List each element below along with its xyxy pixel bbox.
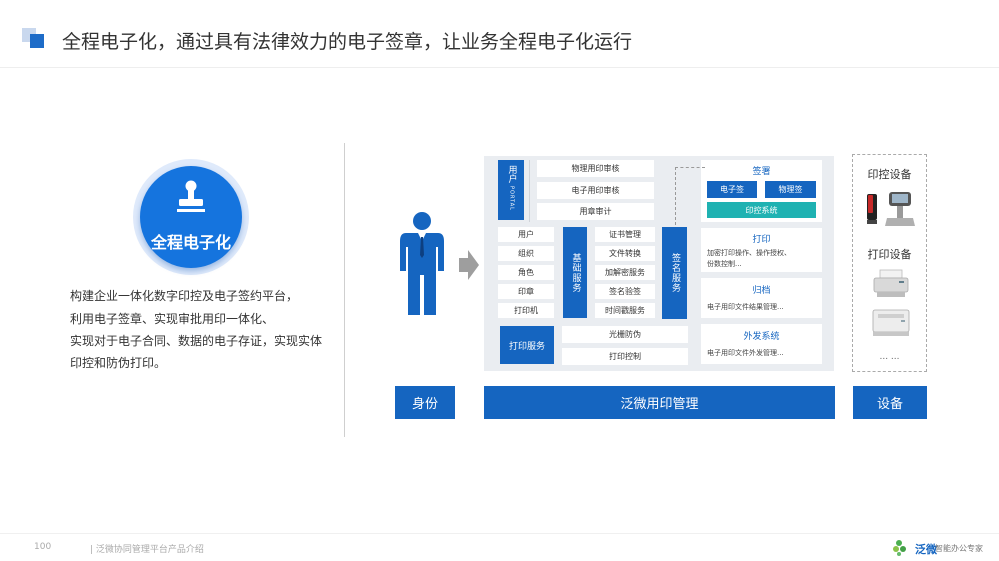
portal-label: PORTAL [508, 186, 515, 211]
laser-printer-icon [872, 309, 910, 336]
user-portal-box[interactable]: 用户 PORTAL [498, 160, 524, 220]
print-item[interactable]: 打印控制 [562, 348, 688, 365]
org-item[interactable]: 打印机 [498, 303, 554, 318]
stamp-icon [177, 180, 205, 212]
management-panel: 用户 PORTAL 物理用印审核 电子用印审核 用章审计 用户 组织 角色 印章… [484, 156, 834, 371]
circle-title: 全程电子化 [150, 233, 231, 252]
org-item[interactable]: 用户 [498, 227, 554, 242]
description-line: 构建企业一体化数字印控及电子签约平台， [70, 289, 299, 303]
archive-card-desc: 电子用印文件结果管理... [707, 303, 784, 311]
sign-card-title: 签署 [752, 167, 771, 177]
title-mark [30, 34, 44, 48]
external-card-title: 外发系统 [743, 332, 780, 342]
archive-card[interactable]: 归档 电子用印文件结果管理... [701, 278, 822, 318]
org-item[interactable]: 角色 [498, 265, 554, 280]
arrow-right-icon [459, 250, 479, 280]
basic-item[interactable]: 签名验签 [595, 284, 655, 299]
print-card-desc: 份数控制... [707, 260, 742, 268]
electronic-sign-button[interactable]: 电子签 [707, 181, 757, 198]
sign-services-label: 签名服务 [670, 253, 680, 293]
print-item[interactable]: 光栅防伪 [562, 326, 688, 343]
external-card-desc: 电子用印文件外发管理... [707, 349, 784, 357]
vertical-divider [344, 143, 345, 437]
print-card-desc: 加密打印操作、操作授权、 [707, 249, 791, 257]
connector-line [675, 167, 705, 168]
description-line: 印控和防伪打印。 [70, 356, 167, 370]
print-service-box[interactable]: 打印服务 [500, 326, 554, 364]
basic-item[interactable]: 加解密服务 [595, 265, 655, 280]
print-device-label: 打印设备 [867, 248, 912, 261]
device-bar[interactable]: 设备 [853, 386, 927, 419]
seal-device-label: 印控设备 [867, 168, 912, 181]
external-card[interactable]: 外发系统 电子用印文件外发管理... [701, 324, 822, 364]
printer-icon [873, 269, 909, 297]
footer-divider [0, 533, 999, 534]
connector-line [675, 167, 676, 225]
review-item[interactable]: 用章审计 [537, 203, 654, 220]
management-bar[interactable]: 泛微用印管理 [484, 386, 835, 419]
org-item[interactable]: 印章 [498, 284, 554, 299]
basic-item[interactable]: 时间戳服务 [595, 303, 655, 318]
page-number: 100 [34, 542, 52, 552]
identity-bar[interactable]: 身份 [395, 386, 455, 419]
print-card-title: 打印 [752, 235, 771, 245]
review-item[interactable]: 物理用印审核 [537, 160, 654, 177]
portal-separator [529, 160, 530, 222]
seal-system-button[interactable]: 印控系统 [707, 202, 816, 218]
description-line: 利用电子签章、实现审批用印一体化、 [70, 312, 275, 326]
brand-name: 泛微 [915, 543, 937, 556]
description-line: 实现对于电子合同、数据的电子存证，实现实体 [70, 334, 323, 348]
footer-text: | 泛微协同管理平台产品介绍 [90, 545, 204, 555]
review-item[interactable]: 电子用印审核 [537, 182, 654, 199]
physical-sign-button[interactable]: 物理签 [765, 181, 816, 198]
sign-services-box[interactable]: 签名服务 [662, 227, 687, 319]
seal-device-icon [867, 192, 915, 226]
page-title: 全程电子化，通过具有法律效力的电子签章，让业务全程电子化运行 [62, 31, 633, 53]
brand-logo-icon [893, 540, 906, 556]
brand-slogan: 智能办公专家 [935, 544, 983, 553]
more-devices: ... ... [879, 352, 900, 362]
person-icon [400, 212, 444, 315]
basic-services-box[interactable]: 基础服务 [563, 227, 587, 318]
title-divider [0, 67, 999, 68]
devices-box [852, 154, 927, 372]
basic-item[interactable]: 证书管理 [595, 227, 655, 242]
basic-services-label: 基础服务 [570, 252, 581, 293]
print-card[interactable]: 打印 加密打印操作、操作授权、 份数控制... [701, 228, 822, 272]
archive-card-title: 归档 [752, 286, 771, 296]
user-portal-label: 用户 [506, 165, 517, 183]
basic-item[interactable]: 文件转换 [595, 246, 655, 261]
org-item[interactable]: 组织 [498, 246, 554, 261]
